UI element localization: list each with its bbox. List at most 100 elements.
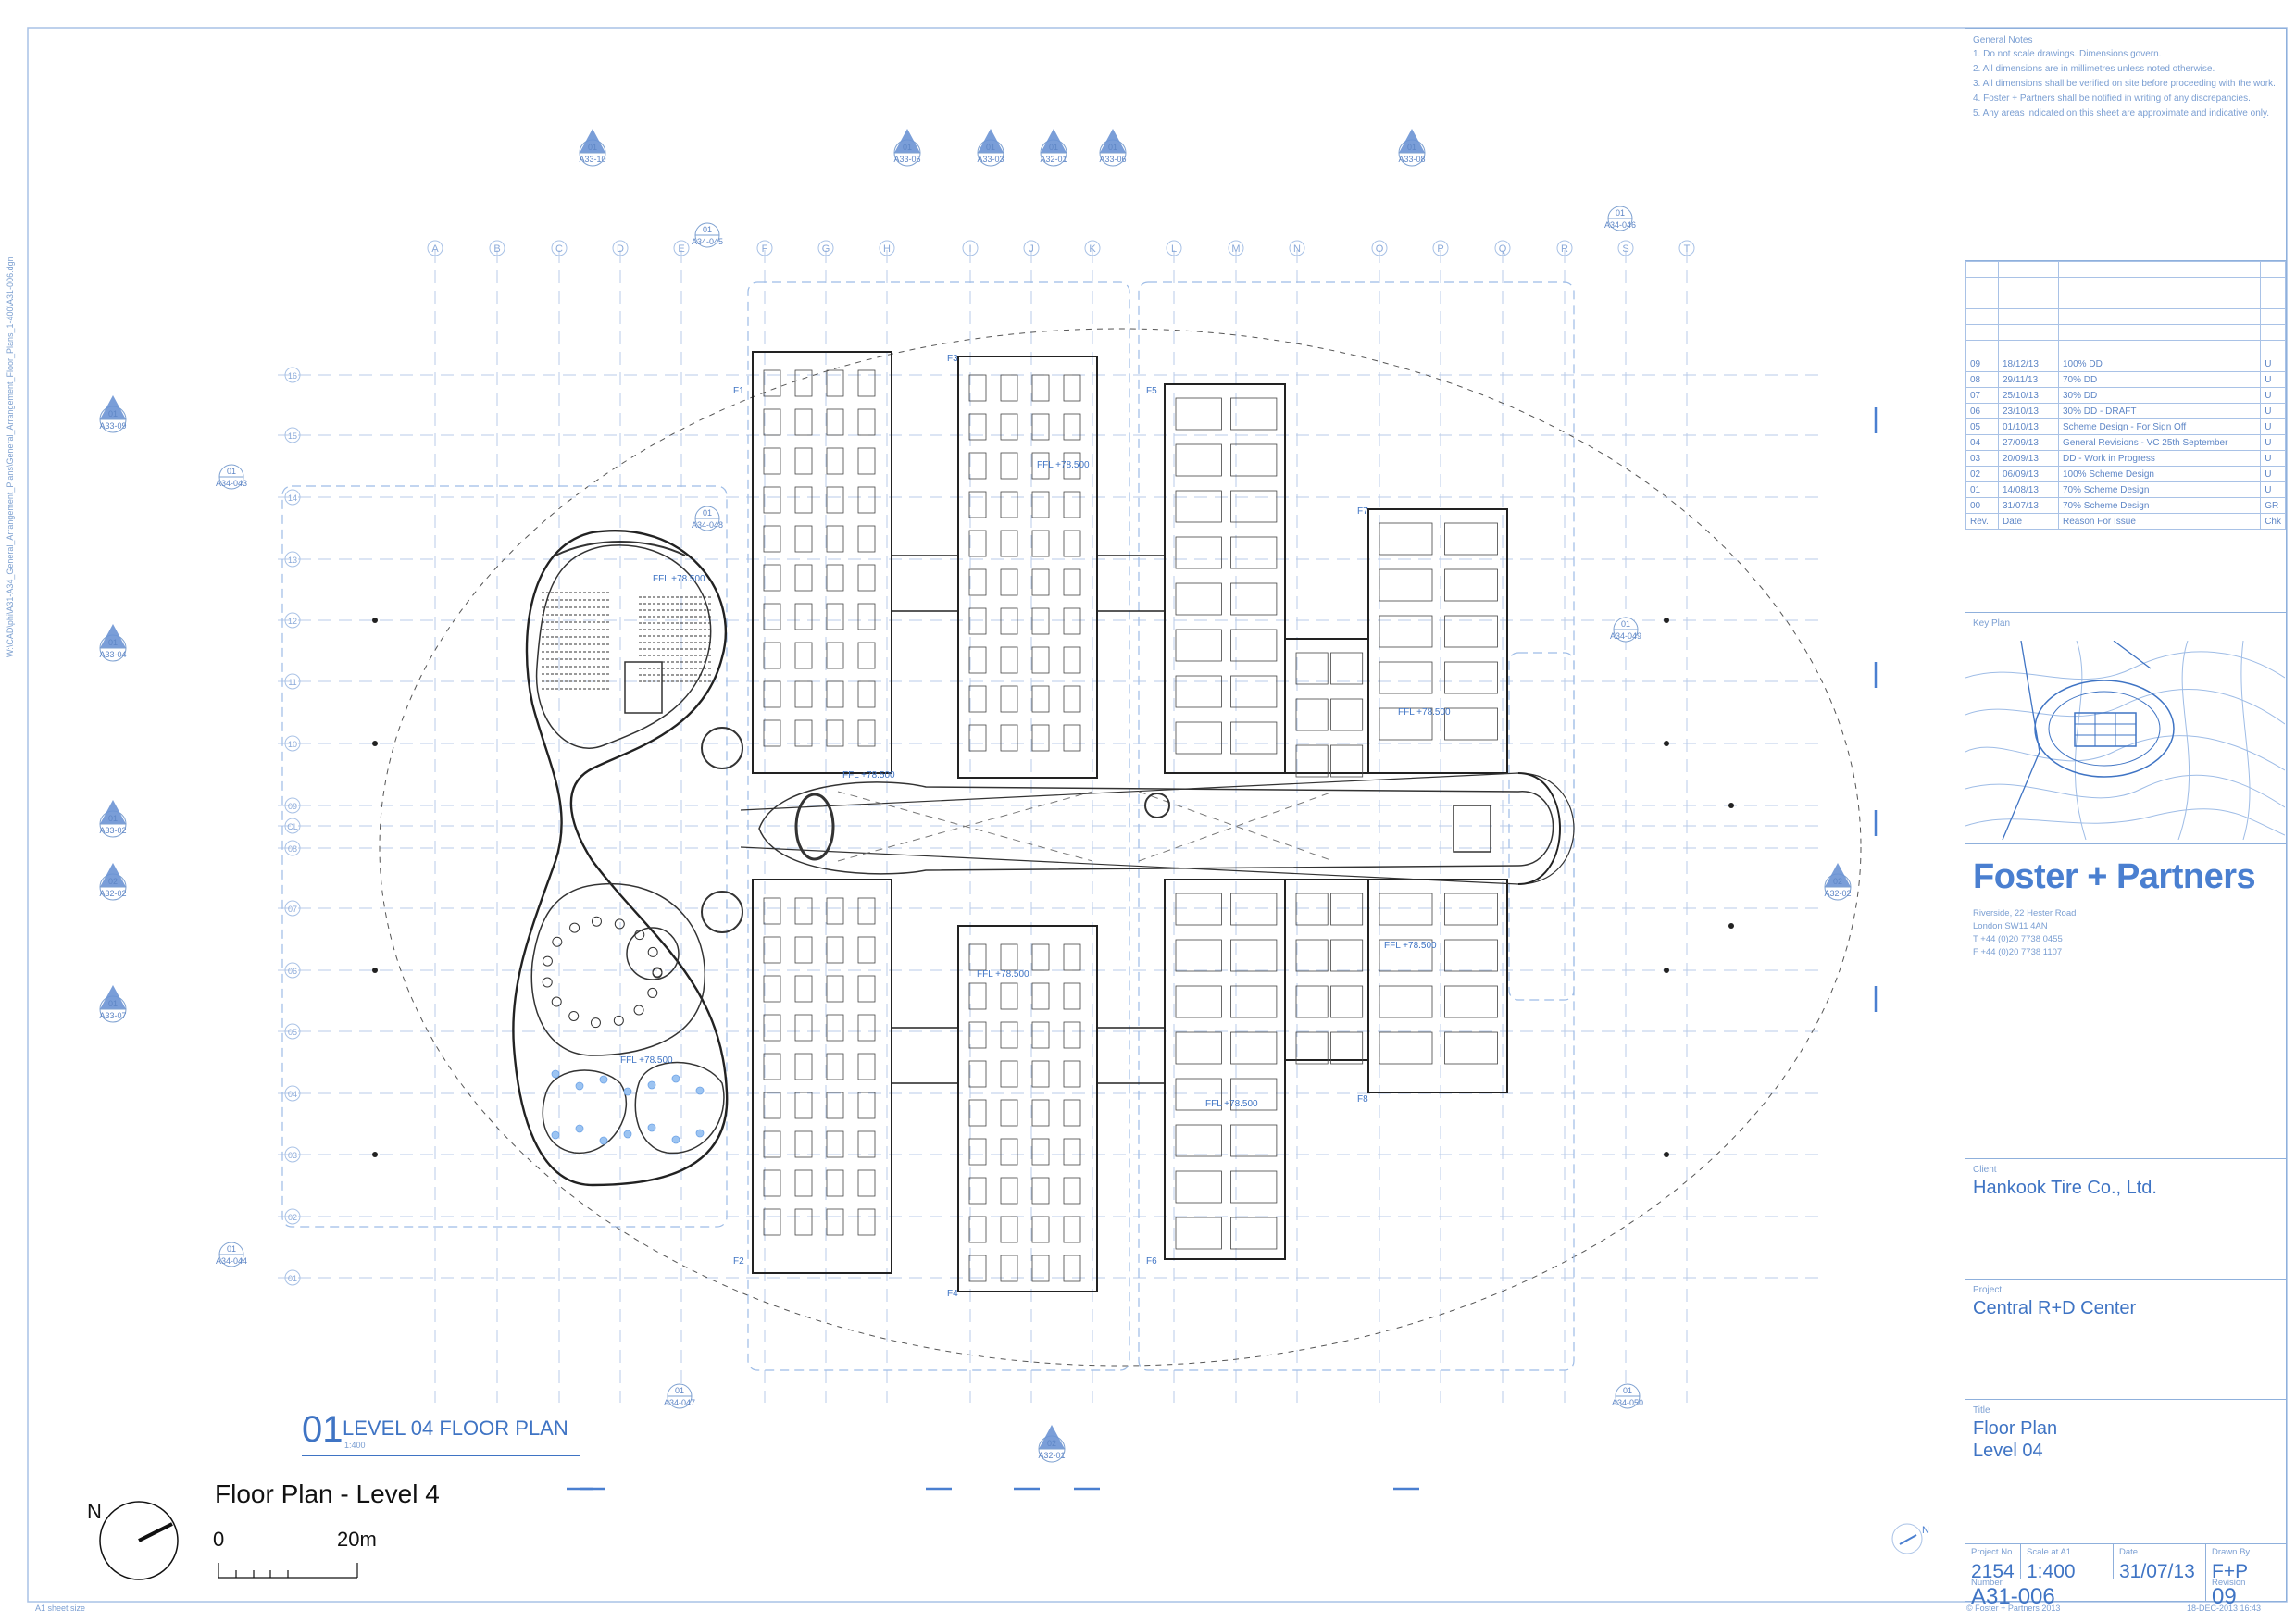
lab-room (1230, 939, 1278, 972)
desk-cluster (968, 1099, 987, 1127)
revision-cell: 25/10/13 (1998, 387, 2059, 404)
lab-room (1175, 490, 1222, 523)
desk-cluster (1063, 1099, 1081, 1127)
zone-label: F6 (1146, 1256, 1157, 1267)
desk-cluster (763, 408, 781, 436)
section-ref: A33-08 (1398, 155, 1425, 164)
north-arrow-icon (99, 1501, 179, 1580)
small-north-arrow-icon: N (1891, 1523, 1929, 1554)
cafe-table (591, 916, 602, 927)
grid-bubble (284, 840, 301, 856)
column-dot (372, 1152, 378, 1157)
cafe-table (552, 936, 563, 947)
detail-number: 01 (675, 1386, 684, 1395)
desk-cluster (794, 1130, 813, 1158)
desk-cluster (794, 525, 813, 553)
zone-label: F5 (1146, 386, 1157, 396)
section-number: 01 (1108, 143, 1117, 152)
section-number: 02 (108, 877, 118, 886)
desk-cluster (826, 369, 844, 397)
desk-cluster (1000, 1255, 1018, 1282)
desk-cluster (1031, 1138, 1050, 1166)
revision-cell: 03 (1965, 450, 1999, 467)
grid-bubble (551, 240, 568, 256)
legend-title: Floor Plan - Level 4 (215, 1479, 440, 1508)
desk-cluster (1063, 724, 1081, 752)
section-number: 01 (1049, 143, 1058, 152)
north-arrow-and-scale (99, 1501, 358, 1580)
detail-number: 01 (1621, 619, 1630, 629)
scale-start-label: 0 (213, 1528, 225, 1551)
tree-icon (599, 1136, 608, 1145)
lab-room (1175, 443, 1222, 477)
lab-room (1379, 1031, 1433, 1065)
lab-room (1295, 744, 1329, 778)
grid-label-column: C (555, 243, 563, 255)
desk-cluster (826, 447, 844, 475)
grid-label-column: B (493, 243, 500, 255)
desk-cluster (1063, 1177, 1081, 1205)
section-ref: A32-02 (99, 889, 126, 898)
revision-row-empty (1965, 324, 2286, 341)
desk-cluster (826, 936, 844, 964)
section-arrow-icon (1039, 1425, 1065, 1449)
desk-cluster (1000, 530, 1018, 557)
level-tag: FFL +78.500 (620, 1055, 673, 1066)
revision-cell: U (2260, 356, 2286, 372)
lab-room (1444, 707, 1498, 741)
scale-cell: Scale at A1 1:400 (2021, 1544, 2114, 1582)
section-ref: A33-07 (99, 1011, 126, 1020)
grid-label-column: I (968, 243, 971, 255)
lab-room (1295, 652, 1329, 685)
desk-cluster (857, 486, 876, 514)
void-line (1138, 791, 1334, 862)
section-ref: A33-04 (99, 650, 126, 659)
title-line-2: Level 04 (1973, 1441, 2043, 1461)
detail-ref: A34-045 (692, 237, 723, 246)
lab-room (1175, 397, 1222, 431)
desk-cluster (826, 408, 844, 436)
section-ref: A32-01 (1038, 1451, 1065, 1460)
revision-label: Revision (2212, 1578, 2246, 1588)
revision-cell: 70% Scheme Design (2057, 481, 2262, 498)
cafe-table (551, 996, 562, 1007)
desk-cluster (794, 447, 813, 475)
grid-bubble (879, 240, 895, 256)
revision-cell: 14/08/13 (1998, 481, 2059, 498)
grid-label-row: 10 (288, 740, 297, 749)
grid-bubble (962, 240, 979, 256)
desk-cluster (826, 1169, 844, 1197)
lab-room (1330, 744, 1364, 778)
drawing-name: LEVEL 04 FLOOR PLAN (343, 1417, 568, 1440)
revision-cell: U (2260, 450, 2286, 467)
desk-cluster (857, 408, 876, 436)
detail-number: 01 (703, 225, 712, 234)
desk-cluster (968, 1138, 987, 1166)
column-dot (1664, 1152, 1669, 1157)
desk-cluster (1000, 413, 1018, 441)
desk-cluster (1000, 491, 1018, 518)
grid-bubble (284, 367, 301, 383)
lab-room (1175, 1031, 1222, 1065)
grid-label-column: T (1684, 243, 1691, 255)
service-core (891, 1027, 959, 1084)
desk-cluster (857, 603, 876, 630)
desk-cluster (794, 603, 813, 630)
column-dot (1664, 741, 1669, 746)
level-tag: FFL +78.500 (977, 969, 1029, 980)
desk-cluster (794, 1014, 813, 1042)
scale-value: 1:400 (2027, 1561, 2076, 1582)
grid-label-column: M (1231, 243, 1240, 255)
lab-room (1230, 1217, 1278, 1250)
cafe-table (633, 1005, 644, 1016)
note-5: 5. Any areas indicated on this sheet are… (1973, 108, 2270, 119)
desk-cluster (857, 719, 876, 747)
cafe-table (614, 918, 625, 930)
service-core (1096, 555, 1166, 612)
revision-cell: 100% Scheme Design (2057, 466, 2262, 482)
grid-bubble (284, 818, 301, 834)
revision-cell: 27/09/13 (1998, 434, 2059, 451)
desk-cluster (826, 719, 844, 747)
